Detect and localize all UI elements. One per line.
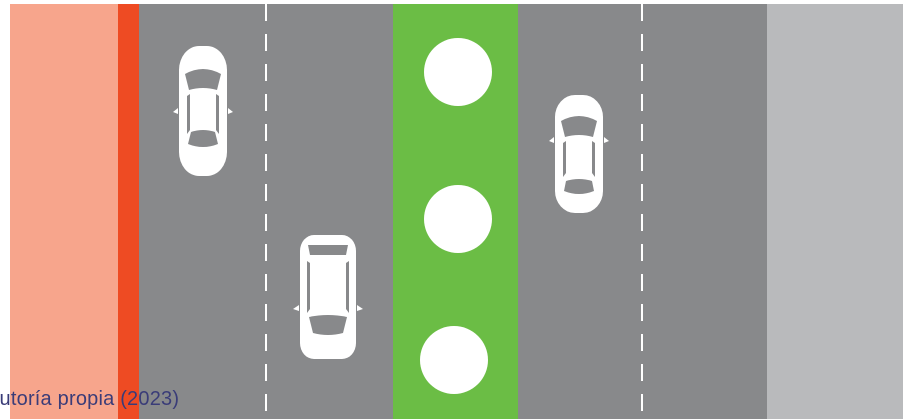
suv-icon — [292, 233, 364, 361]
tree-icon — [424, 38, 492, 106]
bike-lane-stripe — [118, 4, 139, 419]
tree-icon — [420, 326, 488, 394]
source-caption: Autoría propia (2023) — [0, 388, 179, 411]
shoulder — [767, 4, 903, 419]
lane-divider-left — [265, 4, 267, 419]
car-icon — [548, 93, 610, 215]
sidewalk — [10, 4, 118, 419]
lane-divider-right — [641, 4, 643, 419]
car-icon — [172, 44, 234, 178]
tree-icon — [424, 185, 492, 253]
